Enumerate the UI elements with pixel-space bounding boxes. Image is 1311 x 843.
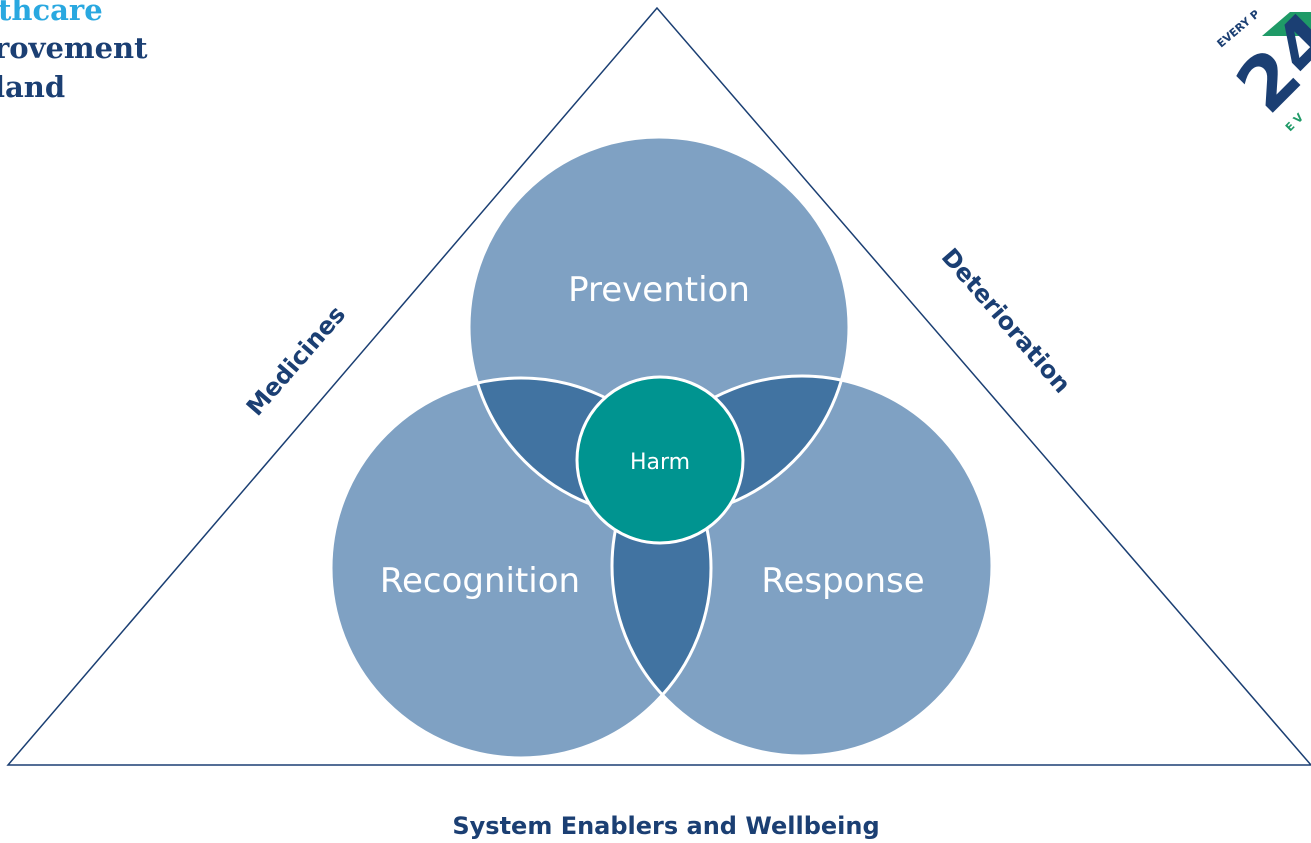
logo-line-2: rovement xyxy=(0,31,148,65)
circle-outline-response xyxy=(610,374,994,758)
logo-line-1: thcare xyxy=(0,0,103,27)
edge-label-deterioration: Deterioration xyxy=(936,243,1076,399)
label-recognition: Recognition xyxy=(380,561,580,601)
circle-outline-recognition xyxy=(329,376,713,760)
badge-number: 24 xyxy=(1221,0,1311,130)
organization-logo: thcare rovement land xyxy=(0,0,148,104)
label-response: Response xyxy=(761,561,924,601)
logo-line-3: land xyxy=(0,70,65,104)
center-harm-circle xyxy=(575,375,745,545)
footer-system-enablers: System Enablers and Wellbeing xyxy=(452,812,879,840)
label-harm: Harm xyxy=(630,450,690,475)
outer-triangle xyxy=(6,6,1311,766)
badge-arc-mark xyxy=(1262,12,1311,36)
edge-label-medicines: Medicines xyxy=(241,300,351,421)
label-prevention: Prevention xyxy=(568,270,750,310)
every-24-badge-logo: EVERY P 24 E V xyxy=(1215,0,1311,134)
